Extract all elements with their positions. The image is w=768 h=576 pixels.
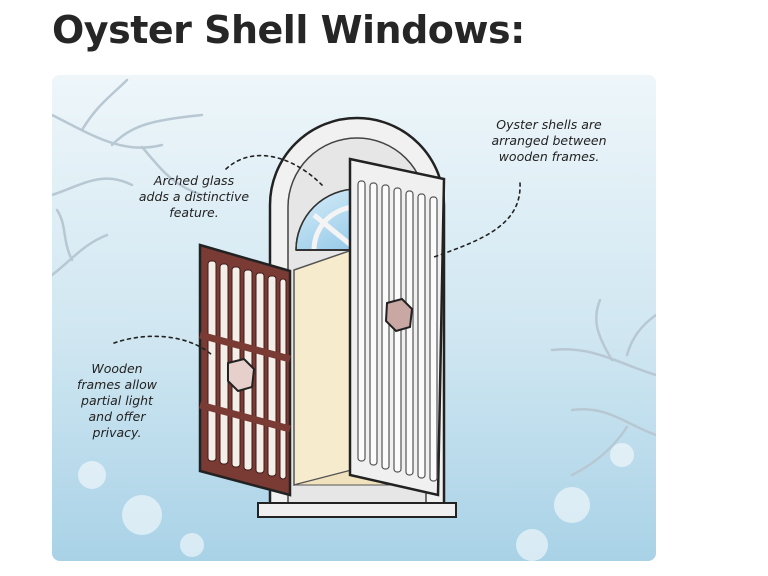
window-sill [258,503,456,517]
annotation-oyster-shells: Oyster shells are arranged between woode… [464,117,634,165]
annotation-wooden-frames: Wooden frames allow partial light and of… [62,361,172,441]
left-shutter [200,245,290,495]
window-interior [294,250,352,485]
right-shutter-medallion [386,299,412,331]
page-title: Oyster Shell Windows: [52,8,525,52]
annotation-arched-glass: Arched glass adds a distinctive feature. [114,173,274,221]
oyster-window-illustration: Arched glass adds a distinctive feature.… [52,75,656,561]
right-shutter [350,159,444,495]
left-shutter-medallion [228,359,254,391]
